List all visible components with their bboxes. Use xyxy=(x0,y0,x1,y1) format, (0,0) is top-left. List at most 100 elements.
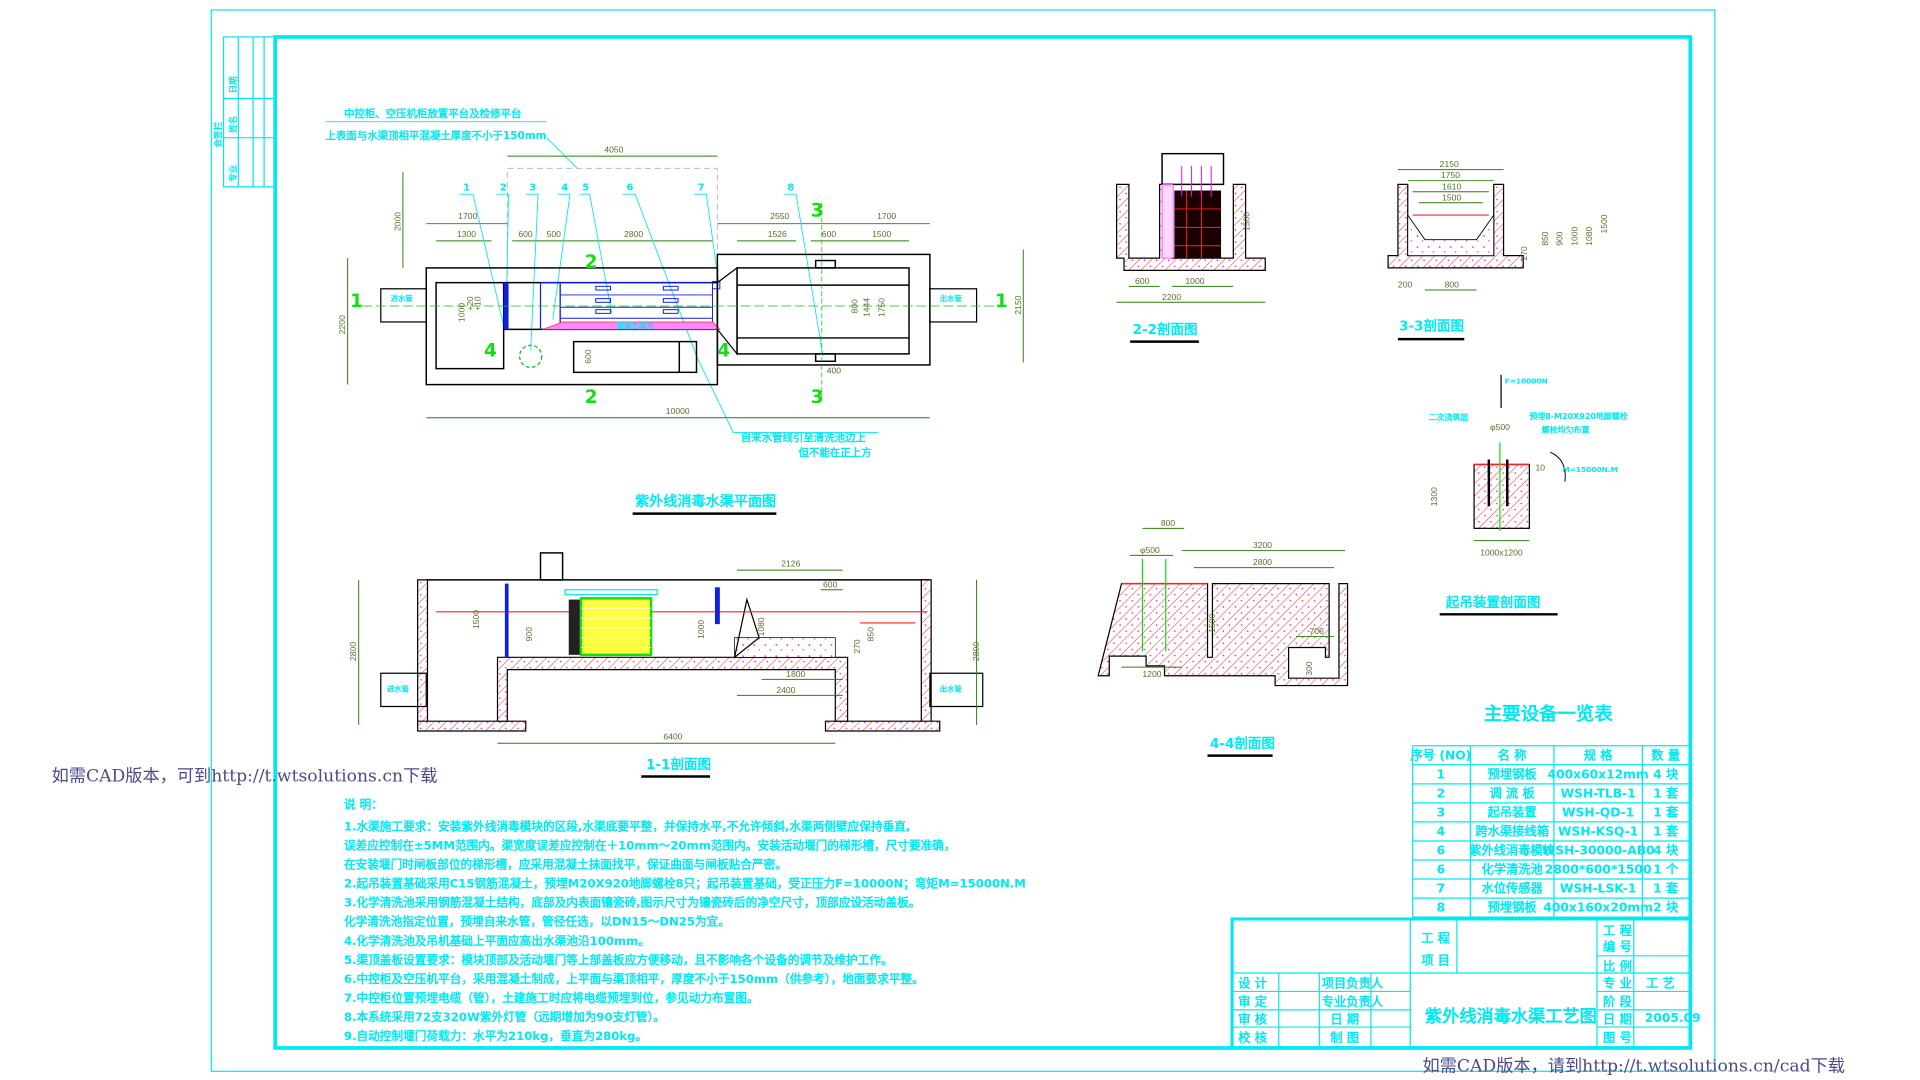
section-4-4: 800 φ500 3200 2800 1500 700 300 1200 4-4… xyxy=(1097,518,1349,757)
lifting-grout-label: 二次浇筑层 xyxy=(1429,412,1469,422)
callout-pipe-1: 自来水管线引至清洗池边上 xyxy=(741,431,867,444)
s11-dim-2126: 2126 xyxy=(781,558,800,568)
section-2-2-title: 2-2剖面图 xyxy=(1133,321,1198,338)
s11-dim-600: 600 xyxy=(823,579,838,589)
s11-dim-1080: 1080 xyxy=(756,617,766,636)
note-line: 5.渠顶盖板设置要求：模块顶部及活动堰门等上部盖板应方便移动，且不影响各个设备的… xyxy=(344,953,893,967)
signoff-col-date: 日期 xyxy=(227,76,239,94)
s33-dim-1080: 1080 xyxy=(1584,226,1594,245)
s44-dim-300: 300 xyxy=(1304,661,1314,676)
s11-dim-900: 900 xyxy=(524,627,534,642)
section-1-1-outlet-label: 出水管 xyxy=(940,685,963,694)
table-cell: 1 套 xyxy=(1653,785,1679,800)
section-mark-3-top: 3 xyxy=(811,200,824,221)
table-cell: 预埋钢板 xyxy=(1488,766,1538,781)
tb-role-check: 校 核 xyxy=(1238,1030,1268,1045)
tb-scale-label: 比 例 xyxy=(1603,959,1632,974)
section-1-1-inlet-label: 进水管 xyxy=(387,685,410,694)
tb-project-label-1: 工 程 xyxy=(1421,930,1451,945)
note-line: 8.本系统采用72支320W紫外灯管（远期增加为90支灯管）。 xyxy=(344,1010,665,1024)
table-cell: 8 xyxy=(1437,901,1446,915)
s33-dim-800: 800 xyxy=(1445,280,1460,290)
note-line: 2.起吊装置基础采用C15钢筋混凝土，预埋M20X920地脚螺栓8只；起吊装置基… xyxy=(344,877,1026,891)
s44-dim-3200: 3200 xyxy=(1253,540,1272,550)
dim-600b: 600 xyxy=(822,229,837,239)
lifting-moment: M=15000N.M xyxy=(1563,465,1618,474)
item-tag-7: 7 xyxy=(698,183,705,194)
section-mark-3-bottom: 3 xyxy=(811,387,824,408)
lifting-dim-1300: 1300 xyxy=(1429,487,1439,506)
s11-dim-6400: 6400 xyxy=(663,732,682,742)
section-1-1-title: 1-1剖面图 xyxy=(646,756,711,773)
lifting-dim-1000x1200: 1000x1200 xyxy=(1480,547,1523,557)
section-3-3-title: 3-3剖面图 xyxy=(1399,318,1464,335)
s33-dim-200: 200 xyxy=(1398,280,1413,290)
tb-role-approve: 审 定 xyxy=(1238,994,1268,1009)
signoff-col-discipline: 专业 xyxy=(227,164,239,182)
watermark-bottom-right[interactable]: 如需CAD版本，请到http://t.wtsolutions.cn/cad下载 xyxy=(1422,1056,1844,1076)
table-header-cell: 名 称 xyxy=(1498,747,1528,762)
tb-date-value: 2005.09 xyxy=(1645,1011,1701,1025)
table-cell: 400x160x20mm xyxy=(1543,901,1653,915)
section-1-1: 进水管 出水管 2126 600 2800 2800 1500 900 1000… xyxy=(348,552,984,778)
dim-1300: 1300 xyxy=(457,229,476,239)
lifting-dim-10: 10 xyxy=(1536,463,1546,473)
table-cell: 水位传感器 xyxy=(1481,881,1543,896)
s22-dim-2200: 2200 xyxy=(1162,292,1181,302)
table-cell: 跨水渠接线箱 xyxy=(1475,823,1549,838)
mask-label: 混凝土填充 xyxy=(617,321,654,330)
s11-dim-2400: 2400 xyxy=(776,685,795,695)
section-2-2: 1500 600 1000 2200 2-2剖面图 xyxy=(1116,152,1266,343)
s22-dim-600: 600 xyxy=(1135,276,1150,286)
tb-role2-drafter: 制 图 xyxy=(1330,1030,1359,1045)
item-number-tags: 1 2 3 4 5 6 7 8 xyxy=(463,183,794,194)
note-line: 7.中控柜位置预埋电缆（管），土建施工时应将电缆预埋到位，参见动力布置图。 xyxy=(344,991,759,1005)
table-cell: 预埋钢板 xyxy=(1488,900,1538,915)
item-tag-5: 5 xyxy=(582,183,589,194)
tb-drawing-no-label: 图 号 xyxy=(1603,1030,1632,1045)
s33-dim-270: 270 xyxy=(1519,246,1529,261)
tb-discipline-label: 专 业 xyxy=(1603,976,1632,991)
lifting-bolts-label: 预埋8-M20X920地脚螺栓 xyxy=(1529,411,1627,421)
s33-dim-2150: 2150 xyxy=(1440,159,1459,169)
table-header-cell: 规 格 xyxy=(1584,747,1614,762)
s11-dim-1500: 1500 xyxy=(471,610,481,629)
plan-view: 中控柜、空压机柜放置平台及检修平台 上表面与水渠顶相平混凝土厚度不小于150mm… xyxy=(325,107,1024,515)
table-cell: 化学清洗池 xyxy=(1481,862,1543,877)
dim-1444: 1444 xyxy=(862,298,872,317)
table-cell: 400x60x12mm xyxy=(1548,767,1649,781)
table-cell: 起吊装置 xyxy=(1487,804,1537,819)
s33-dim-850: 850 xyxy=(1540,231,1550,246)
dim-600c: 600 xyxy=(583,349,593,364)
note-line: 1.水渠施工要求：安装紫外线消毒模块的区段,水渠底要平整，并保持水平,不允许倾斜… xyxy=(344,820,910,834)
dim-1000-tol: 1000 xyxy=(456,303,466,322)
table-cell: 2 xyxy=(1437,786,1446,800)
tb-stage-label: 阶 段 xyxy=(1603,994,1633,1009)
tb-discipline-value: 工 艺 xyxy=(1646,976,1675,991)
table-header-cell: 数 量 xyxy=(1651,747,1680,762)
notes-heading: 说 明： xyxy=(344,797,383,811)
note-line: 6.中控柜及空压机平台，采用混凝土制成，上平面与渠顶相平，厚度不小于150mm（… xyxy=(344,972,924,986)
table-cell: 2 块 xyxy=(1653,900,1679,915)
table-cell: 调 流 板 xyxy=(1489,785,1535,800)
dim-1500: 1500 xyxy=(872,229,891,239)
tb-role2-project-lead: 项目负责人 xyxy=(1322,976,1384,991)
title-block: 工 程 项 目 工 程 编 号 比 例 专 业 工 艺 阶 段 日 期 2005… xyxy=(1230,917,1701,1050)
watermark-left[interactable]: 如需CAD版本，可到http://t.wtsolutions.cn下载 xyxy=(52,766,438,786)
dim-600a: 600 xyxy=(518,229,533,239)
tb-drawing-title: 紫外线消毒水渠工艺图 xyxy=(1425,1006,1597,1027)
tb-role2-date: 日 期 xyxy=(1330,1011,1359,1026)
signoff-strip: 会签栏 专业 姓名 日期 xyxy=(212,36,276,188)
section-mark-2-bottom: 2 xyxy=(585,387,598,408)
dim-4050: 4050 xyxy=(604,144,623,154)
table-cell: 4 块 xyxy=(1653,842,1679,857)
table-cell: 7 xyxy=(1437,882,1446,896)
s11-dim-2800-left: 2800 xyxy=(348,642,358,661)
section-mark-4-right: 4 xyxy=(717,340,730,361)
table-cell: WSH-TLB-1 xyxy=(1561,786,1636,800)
lifting-section-title: 起吊装置剖面图 xyxy=(1445,594,1540,611)
s11-dim-270: 270 xyxy=(852,639,862,654)
table-cell: WSH-30000-AB0 xyxy=(1542,843,1655,857)
s44-dim-500: φ500 xyxy=(1140,545,1160,555)
